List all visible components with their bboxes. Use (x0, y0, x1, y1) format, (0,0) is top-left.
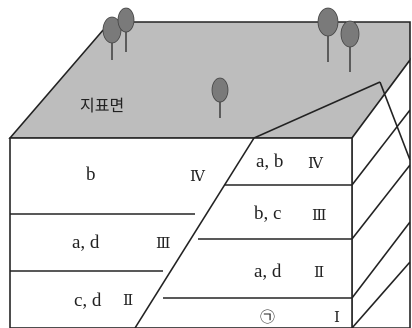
right-layer-2-fossils: b, c (254, 203, 281, 224)
left-layer-1-fossils: b (86, 164, 96, 185)
right-layer-3-fossils: a, d (254, 261, 282, 282)
right-layer-3-numeral: Ⅱ (314, 265, 324, 281)
surface-label: 지표면 (80, 96, 124, 115)
right-layer-4-fossils: ㉠ (260, 309, 275, 326)
right-layer-2-numeral: Ⅲ (312, 208, 326, 224)
left-layer-3-fossils: c, d (74, 290, 102, 311)
right-layer-1-numeral: Ⅳ (308, 156, 324, 172)
left-layer-2-fossils: a, d (72, 232, 100, 253)
right-layer-1-fossils: a, b (256, 151, 283, 172)
left-layer-1-numeral: Ⅳ (190, 169, 206, 185)
block-front-face (10, 138, 352, 328)
right-layer-4-numeral: Ⅰ (334, 310, 340, 326)
left-layer-2-numeral: Ⅲ (156, 236, 170, 252)
left-layer-3-numeral: Ⅱ (123, 293, 133, 309)
